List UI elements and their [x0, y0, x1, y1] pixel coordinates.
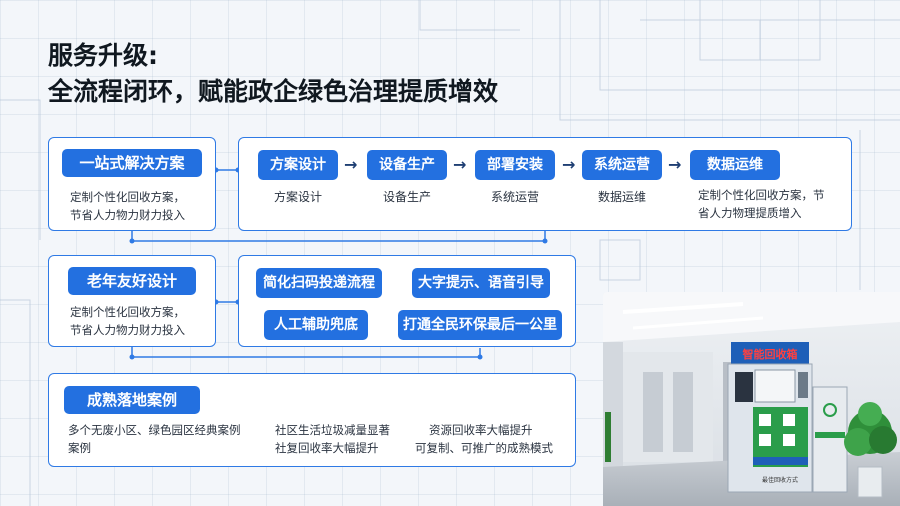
case-item-1: 多个无废小区、绿色园区经典案例 案例 — [68, 421, 241, 457]
arrow-icon: → — [562, 155, 576, 174]
elderly-friendly-desc-line2: 节省人力物力财力投入 — [70, 323, 185, 337]
feature-simplified-scan: 简化扫码投递流程 — [256, 268, 382, 298]
one-stop-desc-line1: 定制个性化回收方案， — [70, 190, 185, 204]
step-plan-design-sub: 方案设计 — [273, 190, 322, 204]
case-item-3-line2: 可复制、可推广的成熟模式 — [415, 441, 553, 455]
feature-last-mile: 打通全民环保最后一公里 — [398, 310, 562, 340]
title-line1: 服务升级: — [48, 41, 158, 70]
feature-manual-assist: 人工辅助兜底 — [264, 310, 368, 340]
step-plan-design: 方案设计 — [258, 150, 338, 180]
cases-pill: 成熟落地案例 — [64, 386, 200, 414]
step-device-production: 设备生产 — [367, 150, 447, 180]
step-data-maintenance-sub-line2: 省人力物理提质增入 — [698, 206, 802, 220]
machine-sign-text: 智能回收箱 — [743, 347, 798, 361]
step-deployment-sub: 系统运营 — [490, 190, 539, 204]
page-title: 服务升级: 全流程闭环，赋能政企绿色治理提质增效 — [48, 38, 498, 110]
feature-large-text-voice: 大字提示、语音引导 — [412, 268, 550, 298]
step-data-maintenance-sub: 定制个性化回收方案，节 省人力物理提质增入 — [698, 186, 843, 222]
case-item-2-line2: 社复回收率大幅提升 — [275, 441, 379, 455]
elderly-friendly-desc: 定制个性化回收方案， 节省人力物力财力投入 — [70, 303, 185, 339]
one-stop-desc: 定制个性化回收方案， 节省人力物力财力投入 — [70, 188, 185, 224]
step-device-production-sub: 设备生产 — [382, 190, 431, 204]
step-data-maintenance: 数据运维 — [690, 150, 780, 180]
title-line2: 全流程闭环，赋能政企绿色治理提质增效 — [48, 77, 499, 106]
case-item-1-line2: 案例 — [68, 441, 91, 455]
case-item-3: 资源回收率大幅提升 可复制、可推广的成熟模式 — [415, 421, 553, 457]
arrow-icon: → — [453, 155, 467, 174]
case-item-2: 社区生活垃圾减量显著 社复回收率大幅提升 — [275, 421, 390, 457]
elderly-friendly-desc-line1: 定制个性化回收方案， — [70, 305, 185, 319]
recycling-machine-photo: 智能回收箱 最佳回收方式 — [603, 292, 900, 506]
elderly-friendly-pill: 老年友好设计 — [68, 267, 196, 295]
arrow-icon: → — [344, 155, 358, 174]
one-stop-desc-line2: 节省人力物力财力投入 — [70, 208, 185, 222]
arrow-icon: → — [668, 155, 682, 174]
case-item-3-line1: 资源回收率大幅提升 — [429, 423, 533, 437]
case-item-2-line1: 社区生活垃圾减量显著 — [275, 423, 390, 437]
step-data-maintenance-sub-line1: 定制个性化回收方案，节 — [698, 188, 825, 202]
step-deployment: 部署安装 — [475, 150, 555, 180]
step-system-operation: 系统运营 — [582, 150, 662, 180]
machine-bottom-text: 最佳回收方式 — [762, 476, 798, 484]
case-item-1-line1: 多个无废小区、绿色园区经典案例 — [68, 423, 241, 437]
step-system-operation-sub: 数据运维 — [597, 190, 646, 204]
one-stop-pill: 一站式解决方案 — [62, 149, 202, 177]
